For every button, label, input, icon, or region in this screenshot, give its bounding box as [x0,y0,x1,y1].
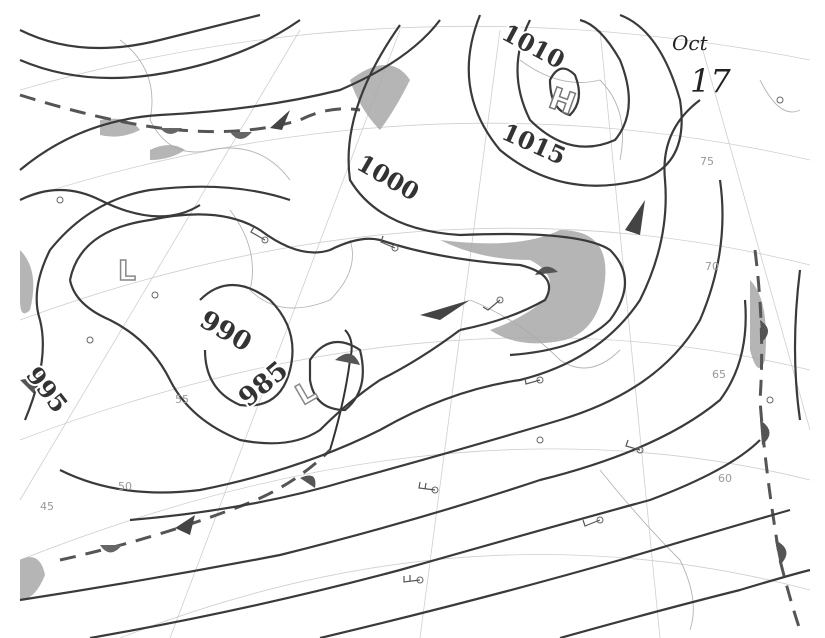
low-pressure-marker-center: L [290,374,322,412]
date-month: Oct [672,31,709,55]
coastlines [119,39,801,631]
graticule [19,25,811,638]
lat-label-55: 55 [175,393,189,406]
date-day: 17 [690,62,731,100]
station-plots [56,96,784,584]
lat-label-70: 70 [705,260,719,273]
lat-label-65: 65 [712,368,726,381]
date-annotation: Oct 17 [672,31,731,100]
lat-label-60: 60 [718,472,732,485]
low-pressure-marker-west: L [118,254,136,287]
lat-label-50: 50 [118,480,132,493]
lat-label-75: 75 [700,155,714,168]
latitude-labels: 75 70 65 60 55 50 45 [40,155,732,513]
fronts [19,93,802,631]
lat-label-45: 45 [40,500,54,513]
isobar-label-1010: 1010 [497,18,570,75]
isobar-label-990: 990 [195,305,257,358]
isobars [19,13,811,638]
shaded-areas [20,65,766,600]
